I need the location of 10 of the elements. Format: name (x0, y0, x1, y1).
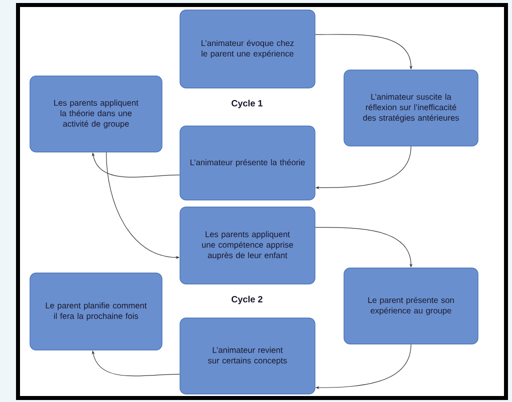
cycle-label: Cycle 1 (232, 100, 262, 108)
process-box: L’animateur évoque chez le parent une expérience (180, 10, 316, 88)
process-box: L’animateur présente la théorie (180, 126, 316, 200)
process-box: Le parent planifie comment il fera la prochaine fois (30, 272, 162, 350)
process-box: Les parents appliquent la théorie dans une activité de groupe (30, 76, 162, 152)
process-box: Les parents appliquent une compétence apprise auprès de leur enfant (180, 206, 316, 284)
cycle-label: Cycle 2 (232, 296, 262, 304)
process-box: L’animateur revient sur certains concepts (180, 318, 316, 394)
process-box: Le parent présente son expérience au groupe (344, 268, 478, 344)
process-box: L’animateur suscite la réflexion sur l’inefficacité des stratégies antérieures (344, 70, 478, 146)
